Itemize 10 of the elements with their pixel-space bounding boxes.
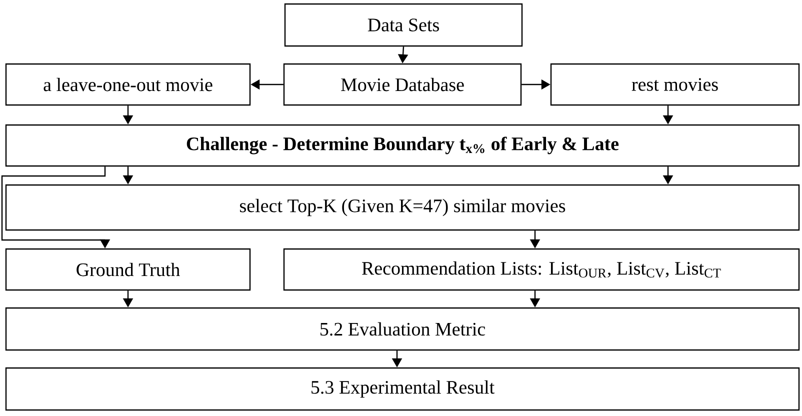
dataset-box: Data Sets	[284, 3, 523, 47]
challenge-box: Challenge - Determine Boundary t$_{x%}$ of Early & Late	[5, 124, 800, 167]
step-box: 5.2 Evaluation Metric	[5, 307, 800, 351]
step-box: Recommendation Lists: List$_{OUR}$, List$_{CV}$, List$_{CT}$	[283, 248, 800, 291]
movie-box: a leave-one-out movie	[5, 63, 251, 106]
step-box: Ground Truth	[5, 248, 251, 291]
database-box: Movie Database	[283, 63, 522, 106]
step-box: select Top-K (Given K=47) similar movies	[5, 184, 800, 231]
step-box: 5.3 Experimental Result	[5, 367, 800, 411]
movie-box: rest movies	[550, 63, 800, 106]
